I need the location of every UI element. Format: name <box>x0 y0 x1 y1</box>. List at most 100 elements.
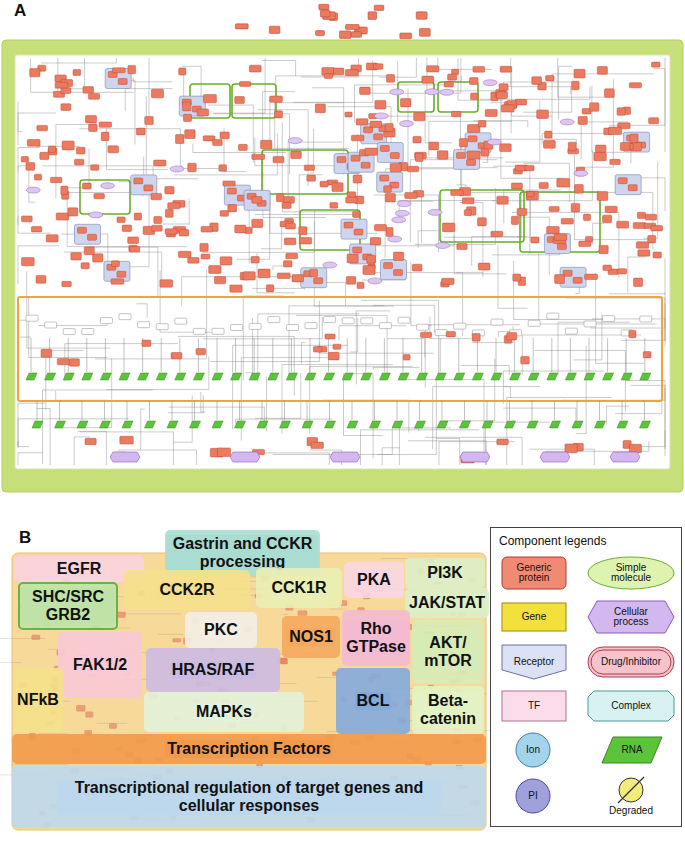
gene-glyph <box>547 373 558 380</box>
regulation-line <box>607 338 608 372</box>
protein-glyph <box>178 251 191 257</box>
pathway-region: BCL <box>336 668 410 734</box>
legend-text-holder: Degraded <box>591 776 671 816</box>
interaction-line <box>399 428 451 465</box>
protein-glyph <box>179 68 186 75</box>
protein-glyph <box>56 213 69 220</box>
interaction-line <box>339 326 406 341</box>
protein-glyph <box>173 639 181 642</box>
molecule-glyph <box>436 243 450 249</box>
interaction-line <box>559 66 573 119</box>
legend-shape <box>588 647 674 677</box>
protein-glyph <box>284 238 296 245</box>
protein-glyph <box>108 146 119 153</box>
regulation-line <box>68 338 69 372</box>
interaction-line <box>173 395 192 442</box>
protein-glyph <box>249 65 261 72</box>
protein-glyph <box>353 175 362 183</box>
pathway-region: PI3K <box>405 558 485 588</box>
interaction-line <box>576 346 586 434</box>
gene-glyph <box>417 373 428 380</box>
protein-glyph <box>78 227 87 233</box>
protein-glyph <box>281 659 288 664</box>
interaction-line <box>184 69 207 97</box>
molecule-glyph <box>574 170 588 176</box>
rna-glyph <box>77 421 88 428</box>
pathway-region: PKA <box>344 562 404 598</box>
protein-glyph <box>179 230 189 237</box>
protein-glyph <box>46 235 58 242</box>
regulation-line <box>254 338 255 372</box>
tf-glyph <box>100 318 112 324</box>
rna-glyph <box>145 421 156 428</box>
rna-glyph <box>347 421 358 428</box>
protein-glyph <box>176 135 185 144</box>
interaction-line <box>382 448 400 465</box>
molecule-glyph <box>392 217 406 223</box>
regulation-line <box>477 338 478 372</box>
regulation-line <box>570 338 571 372</box>
interaction-line <box>492 150 593 201</box>
interaction-line <box>430 317 471 339</box>
regulation-line <box>440 338 441 372</box>
protein-glyph <box>605 206 617 212</box>
regulation-line <box>352 401 353 420</box>
legend-shape <box>502 557 566 589</box>
protein-glyph <box>394 270 403 276</box>
protein-glyph <box>197 109 209 116</box>
protein-glyph <box>375 100 386 109</box>
legend-text: Complex <box>611 701 650 712</box>
regulation-line <box>217 401 218 420</box>
protein-glyph <box>412 264 422 271</box>
protein-glyph <box>86 712 93 718</box>
protein-glyph <box>84 247 94 255</box>
protein-glyph <box>117 217 125 223</box>
protein-glyph <box>442 223 454 232</box>
protein-glyph <box>217 448 230 457</box>
interaction-line <box>348 374 373 459</box>
protein-glyph <box>344 222 353 228</box>
legend-item: Degraded <box>591 776 671 816</box>
regulation-line <box>397 401 398 420</box>
rna-glyph <box>32 421 43 428</box>
regulation-line <box>329 401 330 420</box>
regulation-line <box>384 338 385 372</box>
protein-glyph <box>201 227 213 233</box>
protein-glyph <box>462 198 474 204</box>
protein-glyph <box>311 442 324 449</box>
protein-glyph <box>283 196 294 203</box>
protein-glyph <box>61 104 71 111</box>
regulation-line <box>589 338 590 372</box>
interaction-line <box>276 76 394 117</box>
protein-glyph <box>48 146 55 152</box>
interaction-line <box>344 373 383 435</box>
protein-glyph <box>69 359 79 367</box>
protein-glyph <box>547 227 560 234</box>
tf-glyph <box>435 330 447 336</box>
protein-glyph <box>364 127 373 133</box>
protein-glyph <box>554 234 567 241</box>
molecule-glyph <box>323 262 337 268</box>
interaction-line <box>255 138 342 166</box>
pathway-region: HRAS/RAF <box>146 648 280 692</box>
molecule-glyph <box>395 210 409 216</box>
regulation-line <box>554 401 555 420</box>
interaction-line <box>355 85 452 123</box>
interaction-line <box>213 114 289 175</box>
protein-glyph <box>219 165 227 172</box>
interaction-line <box>575 155 656 240</box>
protein-glyph <box>618 178 627 184</box>
region-label: BCL <box>355 692 392 710</box>
protein-glyph <box>356 119 368 125</box>
protein-glyph <box>429 142 439 150</box>
protein-glyph <box>572 81 580 90</box>
regulation-line <box>622 401 623 420</box>
legend-title: Component legends <box>499 534 606 548</box>
rna-glyph <box>595 421 606 428</box>
regulation-line <box>82 401 83 420</box>
regulation-line <box>442 401 443 420</box>
protein-glyph <box>467 125 480 133</box>
protein-glyph <box>633 223 646 229</box>
protein-glyph <box>235 24 248 29</box>
interaction-line <box>65 149 89 188</box>
